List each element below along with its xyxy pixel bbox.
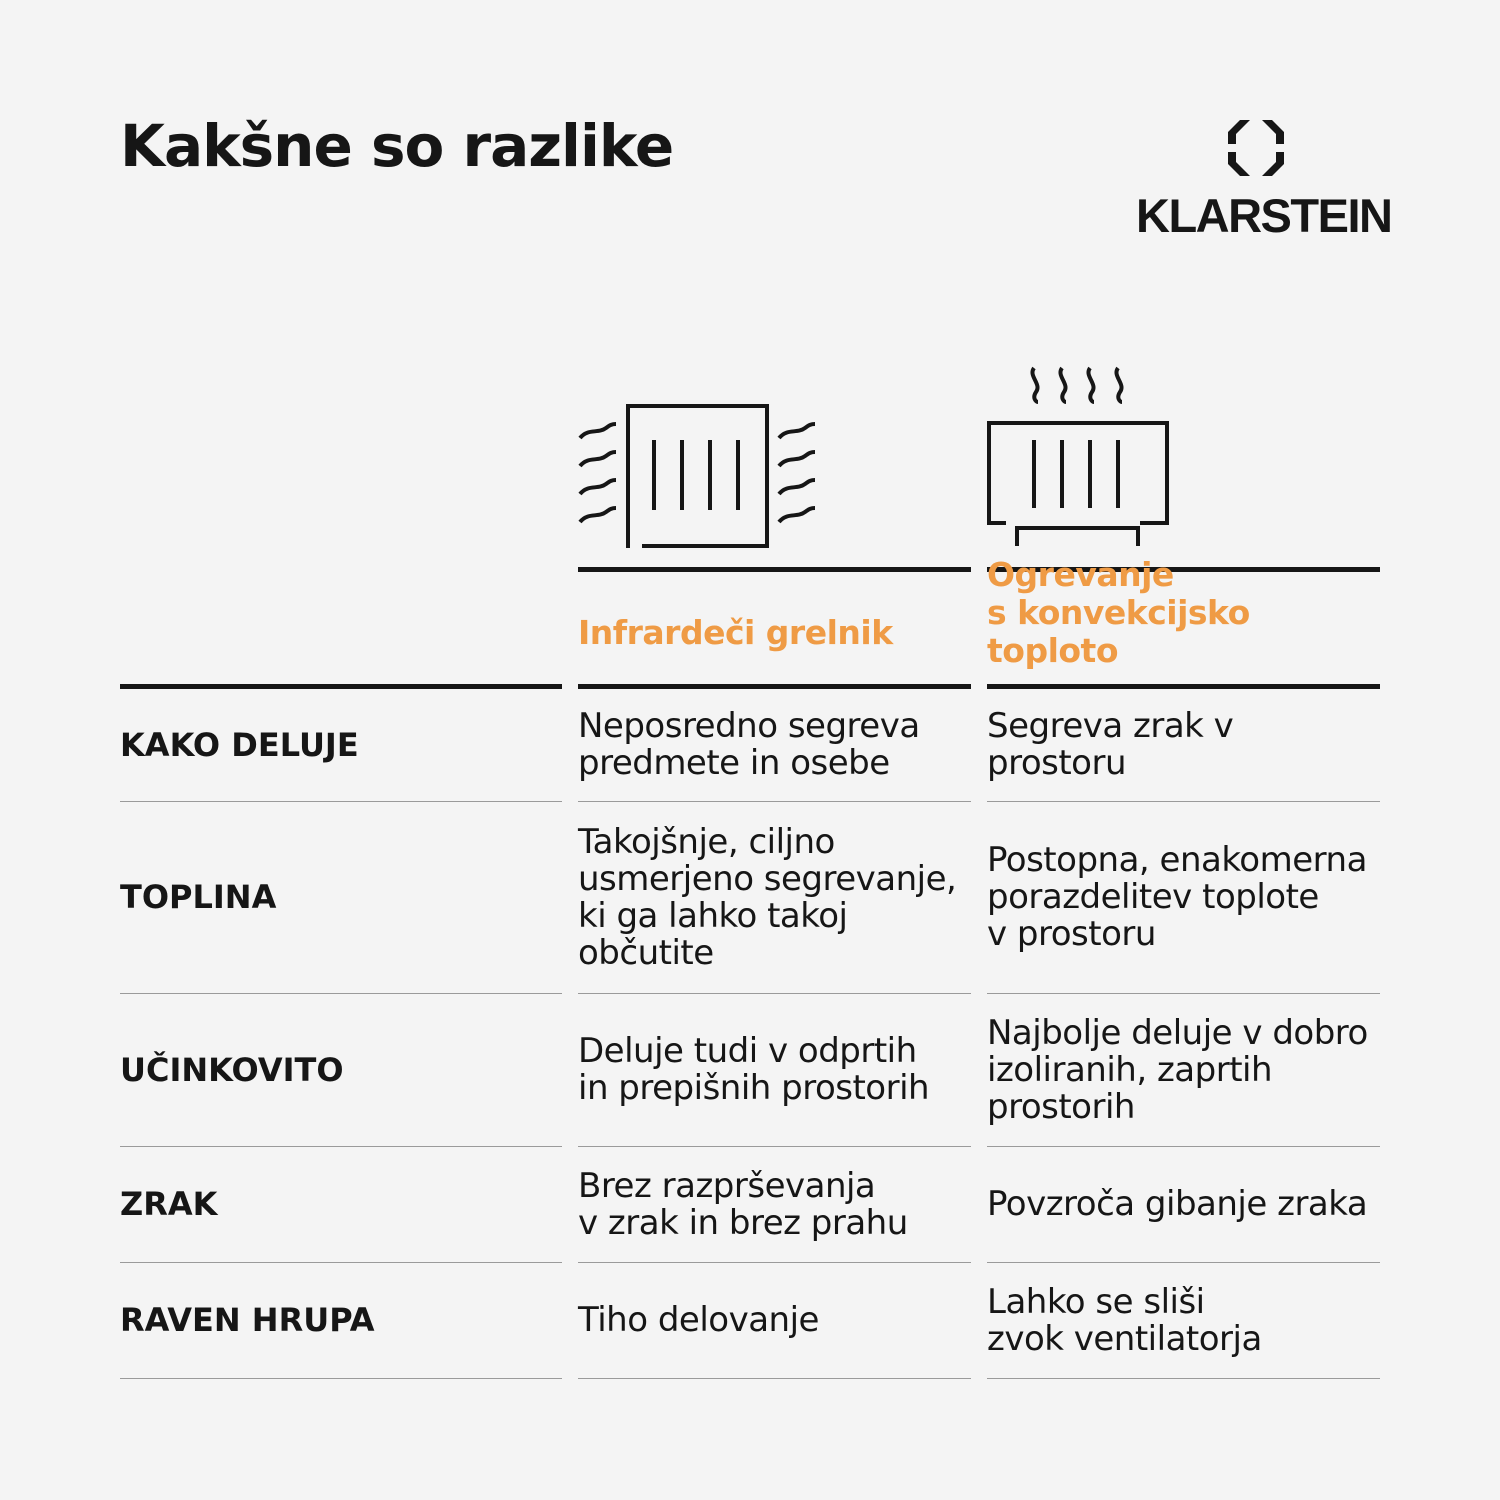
row-divider (578, 1262, 971, 1263)
row-divider (987, 993, 1380, 994)
row-divider (120, 993, 562, 994)
convection-heater-icon (987, 366, 1169, 546)
row-divider (578, 801, 971, 802)
row-label: RAVEN HRUPA (120, 1301, 375, 1339)
column-top-rule (987, 567, 1380, 572)
infrared-cell: Deluje tudi v odprtih in prepišnih prost… (578, 1031, 930, 1108)
row-divider (578, 993, 971, 994)
klarstein-logo-icon (1228, 120, 1284, 176)
header-rule (120, 684, 562, 689)
row-divider (987, 1262, 1380, 1263)
row-divider (987, 801, 1380, 802)
infrared-heater-icon (578, 404, 816, 548)
infrared-cell: Takojšnje, ciljno usmerjeno segrevanje, … (578, 821, 957, 973)
brand-logo: KLARSTEIN (1130, 118, 1393, 243)
row-divider (578, 1378, 971, 1379)
convection-cell: Lahko se sliši zvok ventilatorja (987, 1281, 1262, 1359)
row-divider (120, 1146, 562, 1147)
column-header-label: Infrardeči grelnik (578, 613, 893, 652)
column-header-infrared: Infrardeči grelnik (578, 590, 971, 652)
header-rule (578, 684, 971, 689)
convection-cell: Segreva zrak v prostoru (987, 706, 1234, 783)
infrared-cell: Brez razprševanja v zrak in brez prahu (578, 1165, 908, 1243)
column-header-label: Ogrevanje s konvekcijsko toploto (987, 555, 1250, 670)
row-label: KAKO DELUJE (120, 725, 359, 764)
brand-name: KLARSTEIN (1136, 189, 1393, 242)
row-divider (120, 801, 562, 802)
convection-cell: Najbolje deluje v dobro izoliranih, zapr… (987, 1012, 1368, 1127)
convection-cell: Povzroča gibanje zraka (987, 1184, 1368, 1224)
row-divider (120, 1262, 562, 1263)
row-divider (987, 1146, 1380, 1147)
row-label: TOPLINA (120, 878, 277, 916)
page-title: Kakšne so razlike (120, 112, 674, 180)
convection-cell: Postopna, enakomerna porazdelitev toplot… (987, 840, 1367, 954)
row-label: ZRAK (120, 1185, 218, 1223)
row-divider (987, 1378, 1380, 1379)
row-divider (578, 1146, 971, 1147)
header-rule (987, 684, 1380, 689)
row-divider (120, 1378, 562, 1379)
column-top-rule (578, 567, 971, 572)
infrared-cell: Neposredno segreva predmete in osebe (578, 706, 920, 783)
infrared-cell: Tiho delovanje (578, 1300, 819, 1340)
row-label: UČINKOVITO (120, 1050, 344, 1089)
column-header-convection: Ogrevanje s konvekcijsko toploto (987, 556, 1380, 670)
